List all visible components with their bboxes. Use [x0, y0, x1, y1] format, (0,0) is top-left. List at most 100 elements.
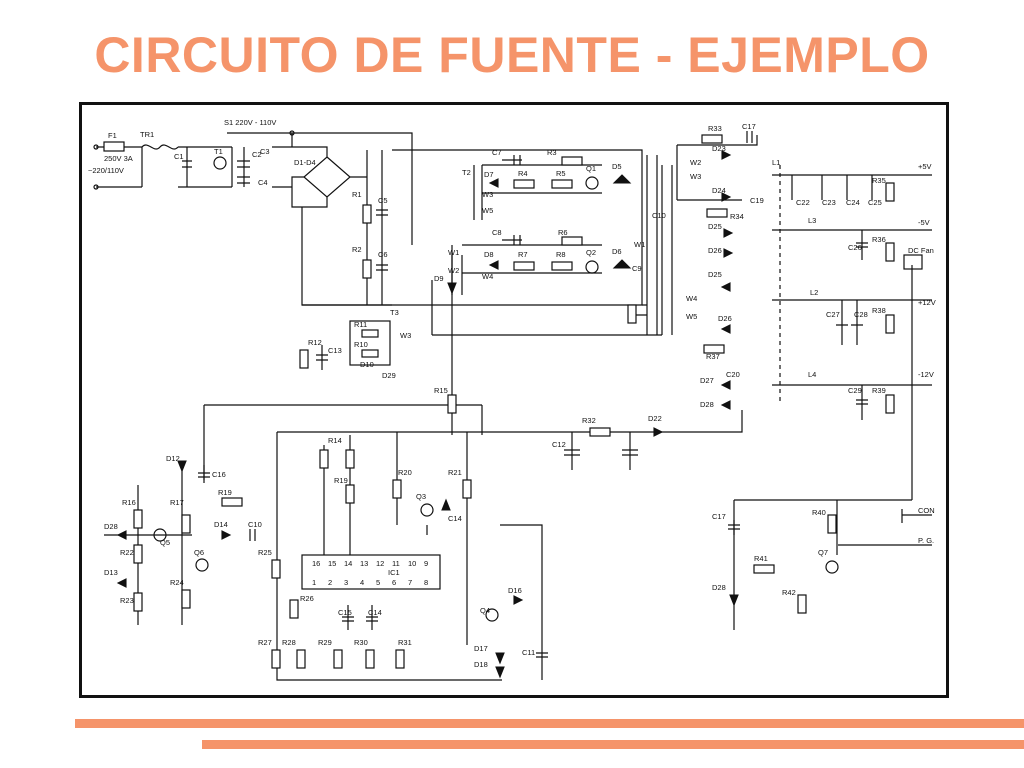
resistor-r8: [551, 261, 573, 271]
transistor-q7: [825, 560, 839, 574]
svg-text:D7: D7: [484, 170, 494, 179]
svg-text:R30: R30: [354, 638, 368, 647]
svg-text:R10: R10: [354, 340, 368, 349]
svg-text:R22: R22: [120, 548, 134, 557]
input-section: F1 250V 3A ~220/110V TR1 C1 T1 C2 C3 C4: [88, 130, 270, 190]
ic1-pin-bottom-1: 1: [312, 578, 316, 587]
accent-bar-bottom: [202, 740, 1024, 749]
svg-text:R17: R17: [170, 498, 184, 507]
resistor-r27: [271, 649, 281, 669]
diode-d17: [495, 666, 505, 679]
diode-d26: [720, 400, 731, 410]
svg-text:C28: C28: [854, 310, 868, 319]
svg-text:R20: R20: [398, 468, 412, 477]
svg-text:W5: W5: [686, 312, 697, 321]
diode-d13: [221, 530, 232, 540]
svg-text:R36: R36: [872, 235, 886, 244]
svg-text:D25: D25: [708, 222, 722, 231]
secondary-output: R33 C17 D23 D24 W2 W3 R34 C19 L1 L3 L2 L…: [676, 122, 936, 420]
svg-text:R4: R4: [518, 169, 528, 178]
svg-text:C1: C1: [174, 152, 184, 161]
svg-text:Q3: Q3: [416, 492, 426, 501]
resistor-r22: [133, 544, 143, 564]
resistor-r5: [551, 179, 573, 189]
ic1-pin-top-11: 11: [392, 559, 400, 568]
svg-text:D8: D8: [484, 250, 494, 259]
transistor-q4: [485, 608, 499, 622]
svg-text:R41: R41: [754, 554, 768, 563]
svg-text:C10: C10: [248, 520, 262, 529]
svg-text:C5: C5: [378, 196, 388, 205]
resistor-r12: [299, 349, 309, 369]
transformer-t1: [213, 156, 227, 170]
resistor-r23: [133, 592, 143, 612]
svg-text:R40: R40: [812, 508, 826, 517]
switch-q1-stage: T2 W3 W5 C7 R3 D7 R4 R5 Q1 D5: [462, 148, 632, 220]
svg-text:R12: R12: [308, 338, 322, 347]
svg-text:R2: R2: [352, 245, 362, 254]
svg-text:D22: D22: [648, 414, 662, 423]
svg-text:C11: C11: [522, 648, 535, 657]
svg-text:R1: R1: [352, 190, 362, 199]
svg-text:DC Fan: DC Fan: [908, 246, 934, 255]
svg-text:R23: R23: [120, 596, 134, 605]
diode-d15: [513, 595, 524, 605]
svg-text:Q4: Q4: [480, 606, 490, 615]
diode-d21: [723, 228, 734, 238]
svg-text:C25: C25: [868, 198, 882, 207]
bridge-rectifier: D1-D4: [272, 146, 367, 208]
svg-text:Q7: Q7: [818, 548, 828, 557]
svg-text:Q6: Q6: [194, 548, 204, 557]
resistor-r31: [395, 649, 405, 669]
diode-d14: [441, 498, 451, 511]
svg-text:R14: R14: [328, 436, 342, 445]
svg-text:Q5: Q5: [160, 538, 170, 547]
fuse-f1: [103, 141, 125, 152]
svg-text:C2: C2: [252, 150, 262, 159]
svg-text:D12: D12: [166, 454, 180, 463]
svg-text:C23: C23: [822, 198, 836, 207]
svg-text:W4: W4: [482, 272, 493, 281]
resistor-r11: [361, 329, 379, 338]
switch-s1: S1 220V - 110V: [224, 118, 413, 245]
resistor-r38: [885, 314, 895, 334]
svg-text:R33: R33: [708, 124, 722, 133]
svg-text:C20: C20: [726, 370, 740, 379]
svg-text:C26: C26: [848, 243, 862, 252]
transformer-t3: [349, 320, 391, 366]
svg-text:R32: R32: [582, 416, 596, 425]
transistor-q6: [195, 558, 209, 572]
diode-d6: [612, 259, 632, 269]
svg-text:D10: D10: [360, 360, 374, 369]
svg-text:W3: W3: [482, 190, 493, 199]
svg-text:S1 220V - 110V: S1 220V - 110V: [224, 118, 276, 127]
ic1-pin-bottom-3: 3: [344, 578, 348, 587]
resistor-r29: [333, 649, 343, 669]
svg-text:R39: R39: [872, 386, 886, 395]
svg-text:R37: R37: [706, 352, 720, 361]
svg-text:+12V: +12V: [918, 298, 936, 307]
ic1-pin-bottom-6: 6: [392, 578, 396, 587]
svg-text:R3: R3: [547, 148, 557, 157]
resistor-r41: [753, 564, 775, 574]
schematic-frame: F1 250V 3A ~220/110V TR1 C1 T1 C2 C3 C4 …: [79, 102, 949, 698]
resistor-r32: [589, 427, 611, 437]
svg-text:TR1: TR1: [140, 130, 154, 139]
diode-d5: [612, 174, 632, 184]
svg-text:R38: R38: [872, 306, 886, 315]
svg-text:W5: W5: [482, 206, 493, 215]
dc-fan: [903, 254, 923, 270]
resistor-r28: [296, 649, 306, 669]
svg-text:D17: D17: [474, 644, 488, 653]
diode-d7: [488, 178, 499, 188]
svg-text:D28: D28: [712, 583, 726, 592]
ic1-pin-top-10: 10: [408, 559, 416, 568]
svg-text:-5V: -5V: [918, 218, 930, 227]
switch-q2-stage: W1 W2 W4 C8 R6 D8 R7 R8 Q2 D6: [448, 228, 632, 295]
diode-d16: [495, 652, 505, 665]
svg-text:D26: D26: [708, 246, 722, 255]
svg-text:R5: R5: [556, 169, 566, 178]
svg-text:D9: D9: [434, 274, 444, 283]
resistor-r10: [361, 349, 379, 358]
